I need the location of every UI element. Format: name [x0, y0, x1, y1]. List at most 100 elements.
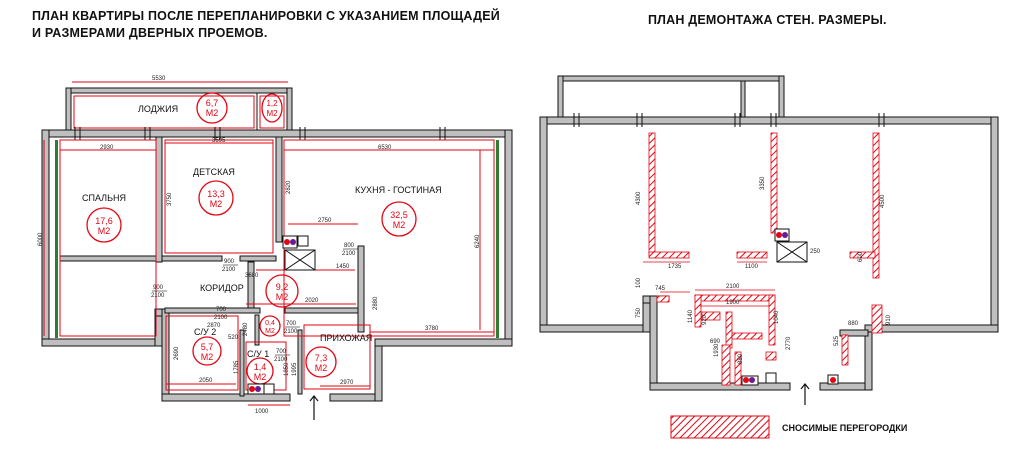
door-labels: 900 2100 800 2100 900 2100 700 2100 700 …: [151, 243, 358, 363]
dim-r690: 690: [710, 339, 721, 345]
right-ventilation-shafts: [741, 228, 839, 386]
interior-walls: [59, 136, 365, 397]
dim-r4500: 4500: [880, 194, 886, 208]
door-6-width: 700: [276, 349, 287, 355]
door-3-width: 900: [153, 285, 164, 291]
right-loggia-walls: [557, 75, 785, 121]
dim-2970: 2970: [340, 380, 354, 386]
bath2-name: С/У 2: [194, 327, 216, 337]
dim-r1040: 1040: [774, 310, 780, 324]
bedroom-area: 17,6: [95, 216, 113, 226]
corridor-name: КОРИДОР: [200, 283, 244, 293]
dim-r745: 745: [655, 286, 666, 292]
right-outer-walls: [539, 116, 999, 391]
area-values: 6,7 М2 1,2 М2 17,6 М2 13,3 М2 32,5 М2 9,…: [95, 98, 408, 382]
dim-3750: 3750: [167, 192, 173, 206]
left-plan-title: ПЛАН КВАРТИРЫ ПОСЛЕ ПЕРЕПЛАНИРОВКИ С УКА…: [32, 8, 500, 42]
dim-2020: 2020: [305, 298, 319, 304]
door-4-width: 700: [216, 307, 227, 313]
dim-r250: 250: [810, 249, 821, 255]
dim-520: 520: [228, 335, 239, 341]
right-window-marks: [573, 113, 885, 127]
dim-2880: 2880: [373, 296, 379, 310]
dim-r1930: 1930: [714, 343, 720, 357]
hall-area: 7,3: [315, 353, 328, 363]
kids-room-name: ДЕТСКАЯ: [193, 167, 235, 177]
legend-label: СНОСИМЫЕ ПЕРЕГОРОДКИ: [782, 423, 908, 433]
corridor-area-unit: М2: [276, 292, 289, 302]
loggia-small-unit: М2: [266, 109, 278, 118]
dim-r1900: 1900: [726, 300, 740, 306]
dim-r880: 880: [738, 353, 744, 364]
bedroom-name: СПАЛЬНЯ: [82, 193, 126, 203]
dim-6530: 6530: [378, 145, 392, 151]
bath1-name: С/У 1: [247, 349, 269, 359]
kids-area-unit: М2: [210, 199, 223, 209]
ventilation-shafts: [247, 235, 316, 395]
dim-2480: 2480: [243, 322, 249, 336]
right-plan-title: ПЛАН ДЕМОНТАЖА СТЕН. РАЗМЕРЫ.: [648, 13, 887, 27]
dim-r1100: 1100: [745, 264, 759, 270]
area-markers: [86, 92, 417, 385]
left-dimension-labels: 5530 2930 3595 6530 6000 3750 2820 2750 …: [38, 76, 481, 415]
dim-2050: 2050: [199, 378, 213, 384]
door-4-height: 2100: [214, 315, 228, 321]
dim-2930: 2930: [100, 145, 114, 151]
loggia-area: 6,7: [206, 98, 219, 108]
dim-3595: 3595: [212, 138, 226, 144]
dim-r4300: 4300: [636, 191, 642, 205]
hall-area-unit: М2: [315, 363, 328, 373]
dim-r750: 750: [636, 307, 642, 318]
dim-1785: 1785: [234, 360, 240, 374]
dim-r910: 910: [886, 314, 892, 325]
dim-2820: 2820: [286, 180, 292, 194]
loggia-area-unit: М2: [206, 108, 219, 118]
door-6-height: 2100: [274, 357, 288, 363]
dim-r2770: 2770: [786, 336, 792, 350]
dim-2870: 2870: [207, 323, 221, 329]
dim-r2100: 2100: [726, 284, 740, 290]
bath2-area-unit: М2: [201, 352, 214, 362]
small-area-unit: М2: [265, 328, 275, 335]
dim-r1140: 1140: [688, 309, 694, 323]
bath1-area: 1,4: [254, 362, 267, 372]
right-dimension-labels: 4300 3350 4500 1735 1100 600 250 745 100…: [636, 176, 892, 364]
dim-r600: 600: [858, 251, 864, 262]
kitchen-name: КУХНЯ - ГОСТИНАЯ: [355, 185, 442, 195]
room-names: ЛОДЖИЯ СПАЛЬНЯ ДЕТСКАЯ КУХНЯ - ГОСТИНАЯ …: [82, 104, 442, 359]
dim-1995: 1995: [292, 362, 298, 376]
dim-5530: 5530: [152, 76, 166, 82]
left-title-line-1: ПЛАН КВАРТИРЫ ПОСЛЕ ПЕРЕПЛАНИРОВКИ С УКА…: [32, 9, 500, 23]
door-3-height: 2100: [151, 293, 165, 299]
dim-1850: 1850: [284, 362, 290, 376]
dim-r880b: 880: [848, 321, 859, 327]
left-title-line-2: И РАЗМЕРАМИ ДВЕРНЫХ ПРОЕМОВ.: [32, 26, 268, 40]
loggia-small-area: 1,2: [266, 99, 278, 108]
door-5-height: 2100: [284, 329, 298, 335]
small-area: 0,4: [265, 320, 275, 327]
dim-3680: 3680: [245, 273, 259, 279]
dim-6240: 6240: [475, 234, 481, 248]
dim-r525: 525: [834, 335, 840, 346]
bath2-area: 5,7: [201, 342, 214, 352]
dim-r920: 920: [702, 314, 708, 325]
left-floor-plan: 5530 2930 3595 6530 6000 3750 2820 2750 …: [38, 76, 513, 420]
loggia-walls: [65, 87, 293, 131]
entrance-arrow-icon: [309, 395, 319, 420]
dim-3780: 3780: [425, 326, 439, 332]
door-5-width: 700: [286, 321, 297, 327]
door-2-height: 2100: [342, 251, 356, 257]
kitchen-area-unit: М2: [393, 220, 406, 230]
dim-2750: 2750: [318, 218, 332, 224]
loggia-name: ЛОДЖИЯ: [138, 104, 178, 114]
kids-area: 13,3: [207, 189, 225, 199]
right-floor-plan: 4300 3350 4500 1735 1100 600 250 745 100…: [539, 75, 999, 439]
corridor-area: 9,2: [276, 282, 289, 292]
door-2-width: 800: [344, 243, 355, 249]
dim-6000: 6000: [38, 232, 44, 246]
bath1-area-unit: М2: [254, 372, 267, 382]
hall-name: ПРИХОЖАЯ: [320, 333, 372, 343]
bedroom-area-unit: М2: [98, 226, 111, 236]
dim-r100: 100: [636, 277, 642, 288]
